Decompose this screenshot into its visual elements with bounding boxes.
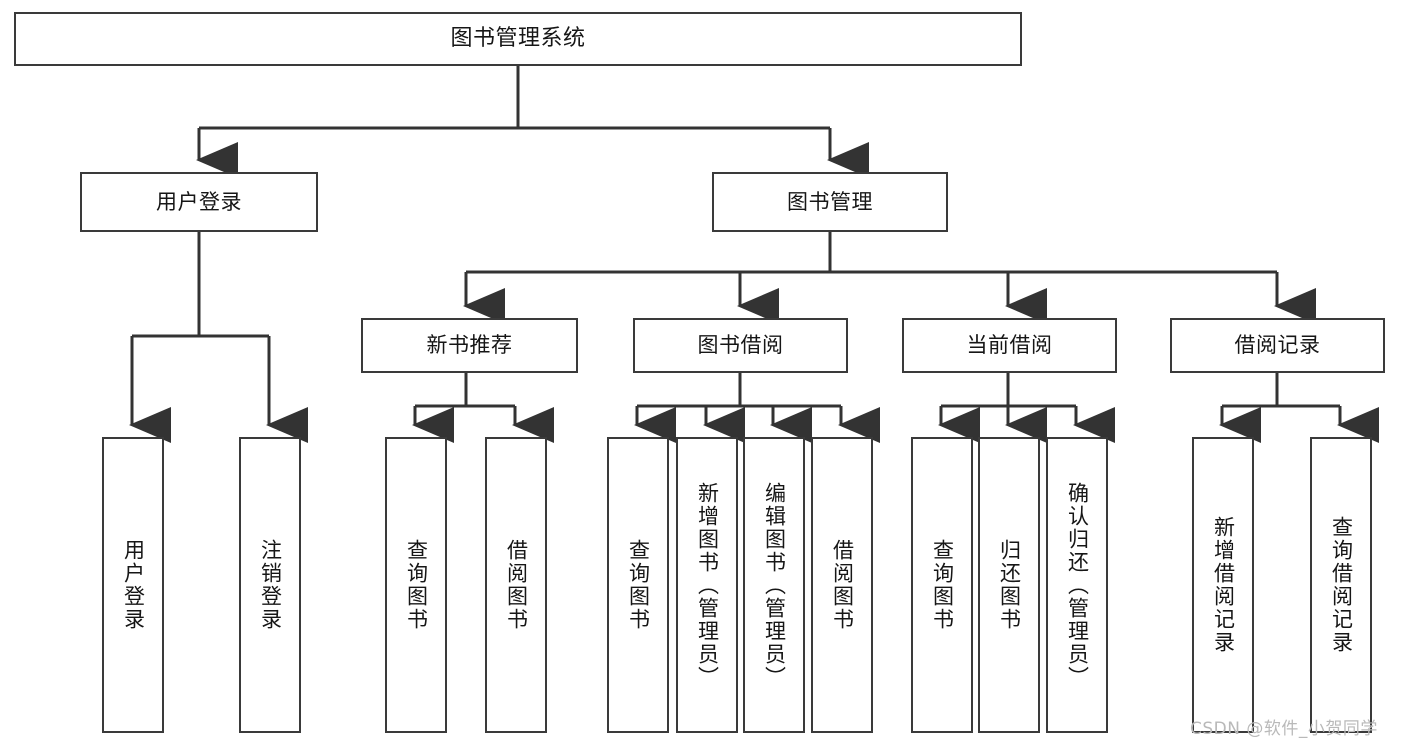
node-label: 新书推荐 <box>426 333 513 358</box>
leaf-query-record[interactable]: 查询借阅记录 <box>1310 437 1372 733</box>
node-label: 借阅图书 <box>830 539 855 631</box>
node-new-book-recommend[interactable]: 新书推荐 <box>361 318 578 373</box>
leaf-borrow-book-1[interactable]: 借阅图书 <box>485 437 547 733</box>
leaf-user-login[interactable]: 用户登录 <box>102 437 164 733</box>
node-label: 借阅图书 <box>504 539 529 631</box>
node-label: 借阅记录 <box>1234 333 1321 358</box>
node-label: 新增借阅记录 <box>1211 516 1236 654</box>
leaf-query-book-3[interactable]: 查询图书 <box>911 437 973 733</box>
leaf-add-book[interactable]: 新增图书（管理员） <box>676 437 738 733</box>
leaf-edit-book[interactable]: 编辑图书（管理员） <box>743 437 805 733</box>
leaf-confirm-return[interactable]: 确认归还（管理员） <box>1046 437 1108 733</box>
node-label: 图书管理系统 <box>450 26 586 52</box>
node-label: 确认归还（管理员） <box>1065 481 1090 689</box>
node-borrow-record[interactable]: 借阅记录 <box>1170 318 1385 373</box>
csdn-watermark: CSDN @软件_小贺同学 <box>1190 719 1378 739</box>
node-book-manage[interactable]: 图书管理 <box>712 172 948 232</box>
node-book-borrow[interactable]: 图书借阅 <box>633 318 848 373</box>
leaf-return-book[interactable]: 归还图书 <box>978 437 1040 733</box>
leaf-query-book-1[interactable]: 查询图书 <box>385 437 447 733</box>
node-current-borrow[interactable]: 当前借阅 <box>902 318 1117 373</box>
node-label: 注销登录 <box>258 539 283 631</box>
node-label: 查询图书 <box>626 539 651 631</box>
leaf-add-record[interactable]: 新增借阅记录 <box>1192 437 1254 733</box>
leaf-logout[interactable]: 注销登录 <box>239 437 301 733</box>
node-label: 查询图书 <box>404 539 429 631</box>
node-label: 归还图书 <box>997 539 1022 631</box>
node-label: 用户登录 <box>156 189 242 214</box>
node-label: 编辑图书（管理员） <box>762 481 787 689</box>
node-label: 图书借阅 <box>697 333 784 358</box>
node-label: 查询图书 <box>930 539 955 631</box>
node-label: 图书管理 <box>787 189 873 214</box>
node-root-system[interactable]: 图书管理系统 <box>14 12 1022 66</box>
node-label: 用户登录 <box>121 539 146 631</box>
node-label: 当前借阅 <box>966 333 1053 358</box>
leaf-query-book-2[interactable]: 查询图书 <box>607 437 669 733</box>
node-user-login[interactable]: 用户登录 <box>80 172 318 232</box>
node-label: 新增图书（管理员） <box>695 481 720 689</box>
leaf-borrow-book-2[interactable]: 借阅图书 <box>811 437 873 733</box>
node-label: 查询借阅记录 <box>1329 516 1354 654</box>
